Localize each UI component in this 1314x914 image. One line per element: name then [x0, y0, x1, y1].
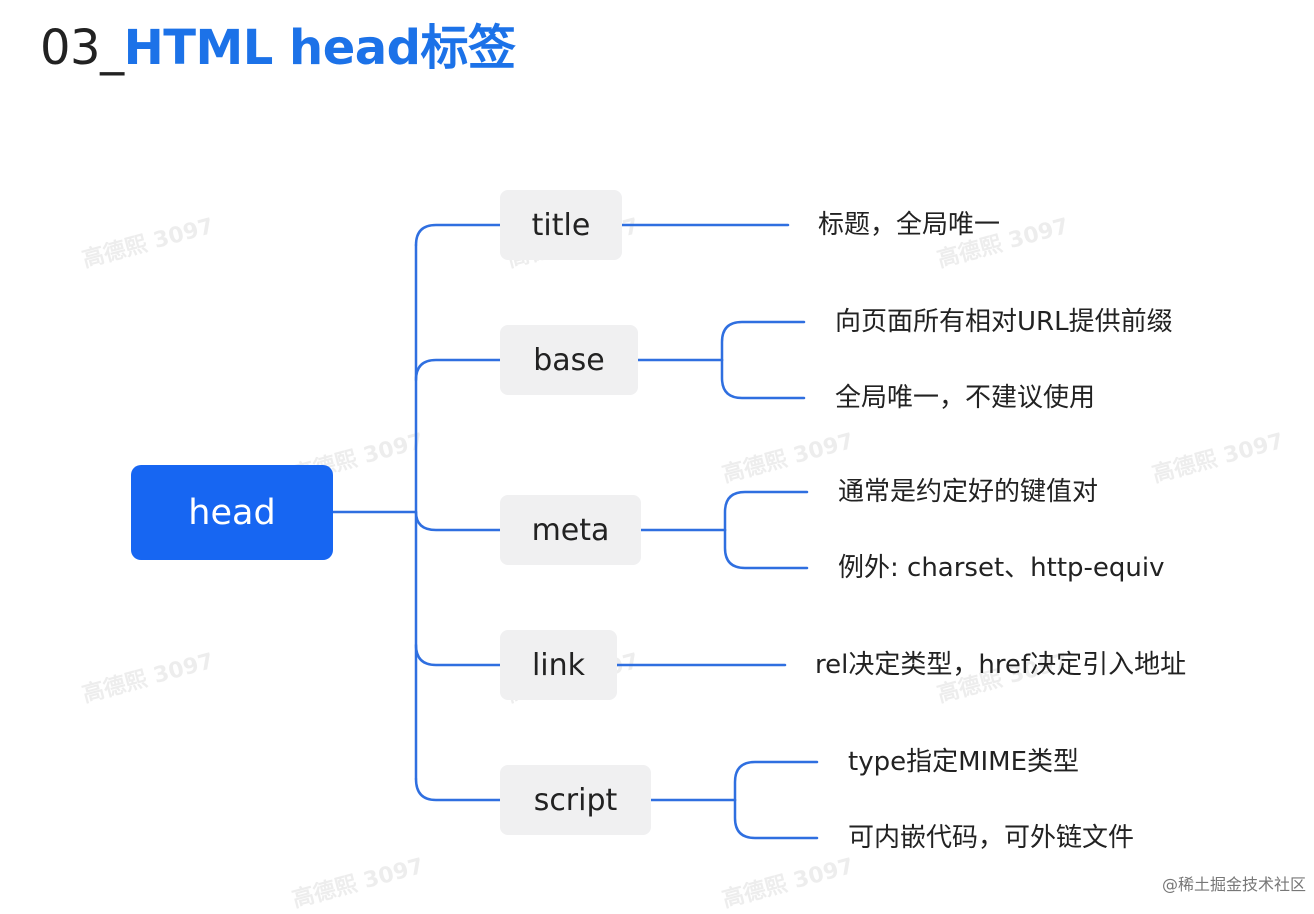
page-title: 03_HTML head标签 [40, 16, 516, 80]
connector-script [414, 777, 502, 802]
note-script-2: 可内嵌代码，可外链文件 [848, 823, 1135, 853]
note-title-1: 标题，全局唯一 [818, 210, 1001, 240]
connector-title [414, 223, 502, 247]
node-link: link [500, 630, 617, 700]
note-script-1: type指定MIME类型 [848, 747, 1080, 777]
node-head-label: head [188, 492, 276, 533]
connector-meta [414, 510, 502, 532]
node-title-label: title [531, 207, 591, 243]
note-meta-1: 通常是约定好的键值对 [838, 477, 1099, 507]
connector-script-note-2 [733, 798, 819, 840]
title-prefix: 03_ [40, 20, 124, 76]
connector-base-note-1 [720, 320, 806, 362]
connector-base-note-2 [720, 358, 806, 400]
node-script: script [500, 765, 651, 835]
connector-script-note-1 [733, 760, 819, 802]
node-script-label: script [533, 782, 618, 818]
node-base: base [500, 325, 638, 395]
node-meta-label: meta [531, 512, 610, 548]
node-title: title [500, 190, 622, 260]
connector-meta-note-1 [723, 490, 809, 532]
connector-meta-note-2 [723, 528, 809, 570]
site-watermark: @稀土掘金技术社区 [1161, 875, 1306, 894]
note-base-2: 全局唯一，不建议使用 [835, 383, 1096, 413]
title-main: HTML head标签 [123, 20, 516, 76]
note-link-1: rel决定类型，href决定引入地址 [815, 650, 1187, 680]
node-link-label: link [531, 647, 586, 683]
node-head: head [131, 465, 333, 560]
node-base-label: base [533, 342, 605, 378]
connector-base [414, 358, 502, 382]
note-base-1: 向页面所有相对URL提供前缀 [835, 307, 1173, 337]
connector-link [414, 643, 502, 667]
node-meta: meta [500, 495, 641, 565]
note-meta-2: 例外: charset、http-equiv [838, 553, 1165, 583]
